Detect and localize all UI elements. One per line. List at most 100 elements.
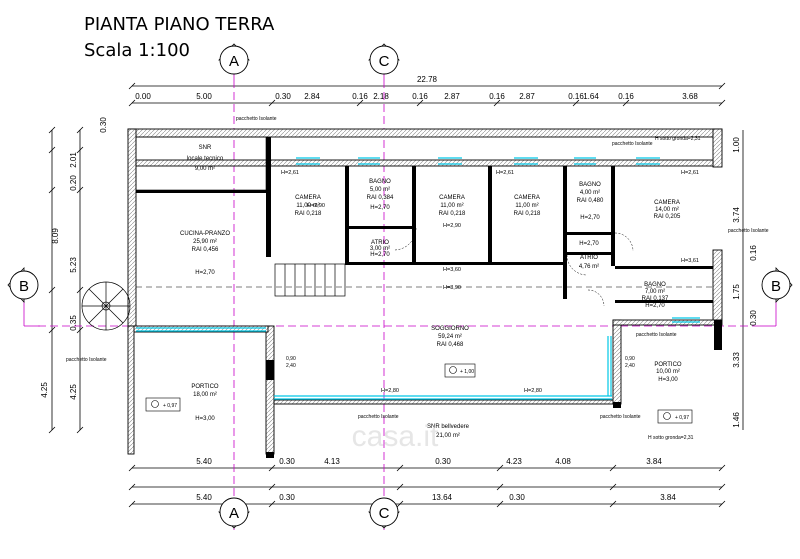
h-label-5: H=2,90 [443, 223, 461, 229]
dim-tick [718, 483, 726, 491]
cucina-name: CUCINA-PRANZO [180, 231, 230, 237]
dim-tick [572, 99, 580, 107]
note-pacchetto-4: pacchetto Isolante [66, 357, 107, 363]
dim-right-2: 3.74 [732, 207, 741, 223]
dim-tick [396, 464, 404, 472]
dim-tick [76, 186, 84, 194]
svg-text:B: B [771, 278, 781, 295]
dim-tick [396, 500, 404, 508]
bagno1-name: BAGNO [369, 179, 391, 185]
staircase [274, 263, 346, 297]
dim-tick [718, 99, 726, 107]
dim-top-3: 2.84 [304, 92, 320, 101]
note-pacchetto-2: pacchetto Isolante [612, 141, 653, 147]
bagno3-area: 7,00 m² [645, 289, 665, 295]
dim-bottom-r1-1: 0.30 [279, 457, 295, 466]
dim-top-6: 0.16 [412, 92, 428, 101]
dim-top-12: 0.16 [618, 92, 634, 101]
camera3-area: 11,00 m² [515, 203, 538, 209]
dim-tick [128, 464, 136, 472]
h-label-4: H=2,90 [307, 203, 325, 209]
dim-top-5: 2.18 [373, 92, 389, 101]
bagno3-name: BAGNO [644, 282, 666, 288]
portico-right-h: H=3,00 [658, 377, 678, 383]
dim-top-11: 1.64 [583, 92, 599, 101]
dim-left-outer-2: 4.25 [40, 382, 49, 398]
interior-walls [136, 137, 713, 380]
note-pacchetto-6: pacchetto Isolante [600, 414, 641, 420]
watermark: casa.it [352, 420, 439, 453]
bagno1-rai: RAI 0,384 [367, 195, 394, 201]
svg-text:C: C [379, 505, 390, 522]
dim-tick [268, 99, 276, 107]
misc-090-b: 0,90 [625, 356, 635, 362]
dim-left-inner-3: 0.20 [69, 175, 78, 191]
snr-area: 9,00 m² [195, 166, 215, 172]
camera1-area: 11,00 m² [296, 203, 319, 209]
soggiorno-name: SOGGIORNO [431, 326, 469, 332]
level-marker-3: + 0,97 [657, 409, 693, 424]
dim-tick [48, 186, 56, 194]
svg-text:C: C [379, 53, 390, 70]
svg-text:+ 0,97: + 0,97 [163, 403, 177, 409]
dim-total-width: 22.78 [417, 75, 438, 84]
h-label-3: H=2,61 [681, 170, 699, 176]
dim-left-inner-2: 2.01 [69, 152, 78, 168]
dim-top-0: 0.00 [135, 92, 151, 101]
note-pacchetto-3: pacchetto Isolante [728, 228, 769, 234]
dim-tick [128, 483, 136, 491]
dim-tick [128, 99, 136, 107]
misc-240-b: 2,40 [625, 363, 635, 369]
dim-top-9: 2.87 [519, 92, 535, 101]
dim-tick [609, 464, 617, 472]
dim-tick [718, 500, 726, 508]
portico-right-name: PORTICO [654, 362, 682, 368]
dim-tick [76, 286, 84, 294]
spiral-staircase [81, 281, 131, 331]
bottom-dimensions [132, 467, 722, 505]
dim-bottom-r2-0: 5.40 [196, 493, 212, 502]
bagno2-rai: RAI 0,480 [577, 198, 604, 204]
dim-bottom-r2-2: 13.64 [432, 493, 453, 502]
dim-top-13: 3.68 [682, 92, 698, 101]
svg-text:A: A [229, 505, 239, 522]
level-marker-1: + 1,00 [444, 363, 476, 378]
dim-tick [128, 82, 136, 90]
soggiorno-rai: RAI 0,468 [437, 342, 464, 348]
dim-left-outer-1: 8.09 [51, 228, 60, 244]
dim-tick [128, 500, 136, 508]
columns [266, 320, 722, 458]
dim-bottom-r2-1: 0.30 [279, 493, 295, 502]
h-label-8: H=3,61 [681, 258, 699, 264]
cucina-h: H=2,70 [195, 270, 215, 276]
dim-tick [718, 82, 726, 90]
misc-240: 2,40 [286, 363, 296, 369]
dim-tick [416, 99, 424, 107]
dim-tick [268, 464, 276, 472]
dim-tick [48, 326, 56, 334]
bagno1-area: 5,00 m² [370, 187, 390, 193]
atrio2-name: ATRIO [580, 255, 598, 261]
dim-left-inner-5: 0.35 [69, 315, 78, 331]
camera2-rai: RAI 0,218 [439, 211, 466, 217]
notes: pacchetto Isolante pacchetto Isolante pa… [66, 116, 769, 441]
bagno3-h: H=2,70 [645, 303, 665, 309]
height-labels: H=2,61 H=2,61 H=2,61 H=2,90 H=2,90 H=3,6… [281, 170, 699, 394]
h-label-10: H=2,80 [524, 388, 542, 394]
dim-right-1: 1.00 [732, 137, 741, 153]
portico-left-h: H=3,00 [195, 416, 215, 422]
top-dimensions [128, 82, 726, 107]
dim-bottom-r1-6: 3.84 [646, 457, 662, 466]
camera4-rai: RAI 0,205 [654, 214, 681, 220]
atrio2-area: 4,76 m² [579, 264, 599, 270]
dim-bottom-r2-3: 0.30 [509, 493, 525, 502]
dim-bottom-r1-0: 5.40 [196, 457, 212, 466]
dim-left-inner-4: 5.23 [69, 257, 78, 273]
note-pacchetto-7: pacchetto Isolante [636, 332, 677, 338]
note-pacchetto-1: pacchetto Isolante [236, 116, 277, 122]
h-label-9: H=2,80 [381, 388, 399, 394]
camera3-name: CAMERA [514, 195, 540, 201]
dim-tick [48, 426, 56, 434]
exterior-walls [127, 128, 723, 455]
